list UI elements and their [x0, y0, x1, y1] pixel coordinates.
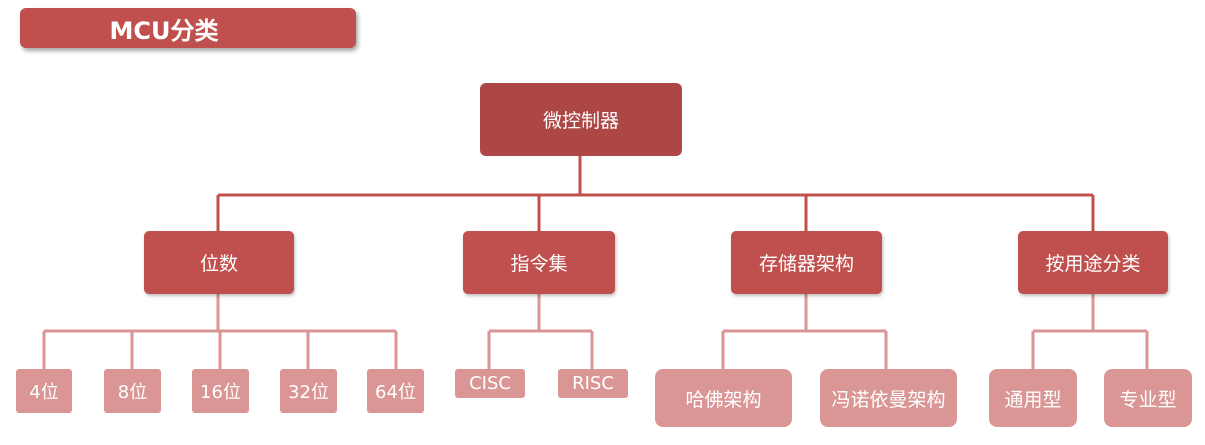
leaf-risc: RISC: [558, 369, 628, 398]
leaf-general-purpose: 通用型: [989, 369, 1077, 427]
leaf-16bit: 16位: [192, 369, 249, 413]
category-instruction-set: 指令集: [463, 231, 615, 294]
leaf-cisc: CISC: [455, 369, 525, 398]
leaf-8bit: 8位: [104, 369, 161, 413]
leaf-special-purpose: 专业型: [1104, 369, 1192, 427]
category-memory-architecture: 存储器架构: [731, 231, 882, 294]
leaf-von-neumann-architecture: 冯诺依曼架构: [820, 369, 957, 427]
category-bits: 位数: [144, 231, 294, 294]
leaf-harvard-architecture: 哈佛架构: [655, 369, 792, 427]
leaf-connectors: [42, 294, 1149, 369]
diagram-title: MCU分类: [109, 16, 219, 45]
root-connectors: [216, 156, 1095, 231]
category-by-usage: 按用途分类: [1018, 231, 1168, 294]
leaf-4bit: 4位: [16, 369, 72, 413]
title-banner: MCU分类: [20, 8, 356, 48]
leaf-32bit: 32位: [280, 369, 337, 413]
root-node-microcontroller: 微控制器: [480, 83, 682, 156]
leaf-64bit: 64位: [367, 369, 424, 413]
